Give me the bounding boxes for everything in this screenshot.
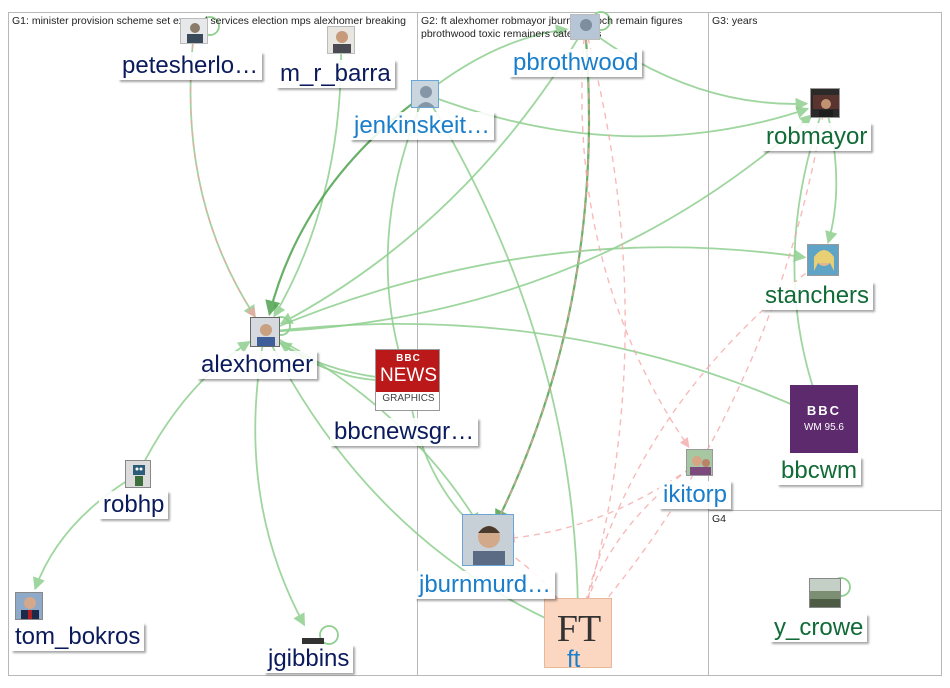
person-photo-icon xyxy=(811,89,840,118)
node-label-ikitorp[interactable]: ikitorp xyxy=(659,481,731,509)
node-label-robhp[interactable]: robhp xyxy=(99,491,168,519)
m-r-barra-avatar[interactable] xyxy=(327,26,355,54)
bbc-logo-middle: NEWS xyxy=(376,365,440,387)
person-photo-icon xyxy=(463,515,514,566)
edge-pbrothwood-to-jburnmurdoch xyxy=(496,27,589,524)
robot-icon xyxy=(126,461,151,488)
node-label-tom-bokros[interactable]: tom_bokros xyxy=(11,623,144,651)
node-label-stanchers[interactable]: stanchers xyxy=(761,282,873,310)
petesherlock-avatar[interactable] xyxy=(180,18,208,44)
group-label-g2: G2: ft alexhomer robmayor jburnmurdoch r… xyxy=(421,15,701,41)
person-photo-icon xyxy=(181,19,208,44)
node-label-jburnmurdoch[interactable]: jburnmurd… xyxy=(415,571,555,599)
node-label-jenkinskeith[interactable]: jenkinskeit… xyxy=(350,112,494,140)
group-label-g3: G3: years xyxy=(712,15,758,28)
person-photo-icon xyxy=(571,15,600,40)
node-label-robmayor[interactable]: robmayor xyxy=(762,123,871,151)
edge-stanchers-to-ft xyxy=(582,260,823,615)
node-label-bbcwm[interactable]: bbcwm xyxy=(777,457,861,485)
bbc-news-graphics-logo[interactable]: BBC NEWS GRAPHICS xyxy=(375,349,440,411)
default-user-icon xyxy=(412,81,439,108)
edge-pbrothwood-to-jburnmurdoch xyxy=(496,27,589,524)
node-label-bbcnewsgraphics[interactable]: bbcnewsgr… xyxy=(330,418,478,446)
node-label-ft[interactable]: ft xyxy=(563,646,584,674)
stanchers-avatar[interactable] xyxy=(807,244,839,276)
jburnmurdoch-avatar[interactable] xyxy=(462,514,514,566)
node-label-m-r-barra[interactable]: m_r_barra xyxy=(276,60,395,88)
person-photo-icon xyxy=(328,27,355,54)
bbc-wm-logo-top: BBC xyxy=(790,403,858,418)
bbc-wm-logo[interactable]: BBC WM 95.6 xyxy=(790,385,858,453)
ikitorp-avatar[interactable] xyxy=(686,449,713,476)
bbc-wm-logo-bottom: WM 95.6 xyxy=(790,422,858,433)
node-label-alexhomer[interactable]: alexhomer xyxy=(197,351,317,379)
y-crowe-avatar[interactable] xyxy=(809,578,841,608)
robhp-avatar[interactable] xyxy=(125,460,151,488)
group-label-g4: G4 xyxy=(712,513,726,526)
robmayor-avatar[interactable] xyxy=(810,88,840,118)
node-label-jgibbins[interactable]: jgibbins xyxy=(264,645,353,673)
bbc-logo-bottom: GRAPHICS xyxy=(376,393,440,404)
alexhomer-avatar[interactable] xyxy=(250,317,280,347)
tom-bokros-avatar[interactable] xyxy=(15,592,43,620)
jgibbins-avatar[interactable] xyxy=(302,638,324,644)
edge-alexhomer-to-robmayor xyxy=(265,115,812,332)
landscape-photo-icon xyxy=(810,579,841,608)
node-label-y-crowe[interactable]: y_crowe xyxy=(770,614,867,642)
person-photo-icon xyxy=(808,245,839,276)
node-label-pbrothwood[interactable]: pbrothwood xyxy=(509,49,642,77)
person-photo-icon xyxy=(251,318,280,347)
ft-logo-text: FT xyxy=(545,607,612,651)
edge-robmayor-to-ft xyxy=(590,103,825,619)
person-photo-icon xyxy=(687,450,713,476)
pbrothwood-avatar[interactable] xyxy=(570,14,600,40)
node-label-petesherlock[interactable]: petesherlo… xyxy=(118,52,262,80)
person-photo-icon xyxy=(16,593,43,620)
jenkinskeith-avatar[interactable] xyxy=(411,80,439,108)
bbc-logo-top: BBC xyxy=(376,353,440,364)
edge-alexhomer-to-stanchers xyxy=(265,247,805,332)
